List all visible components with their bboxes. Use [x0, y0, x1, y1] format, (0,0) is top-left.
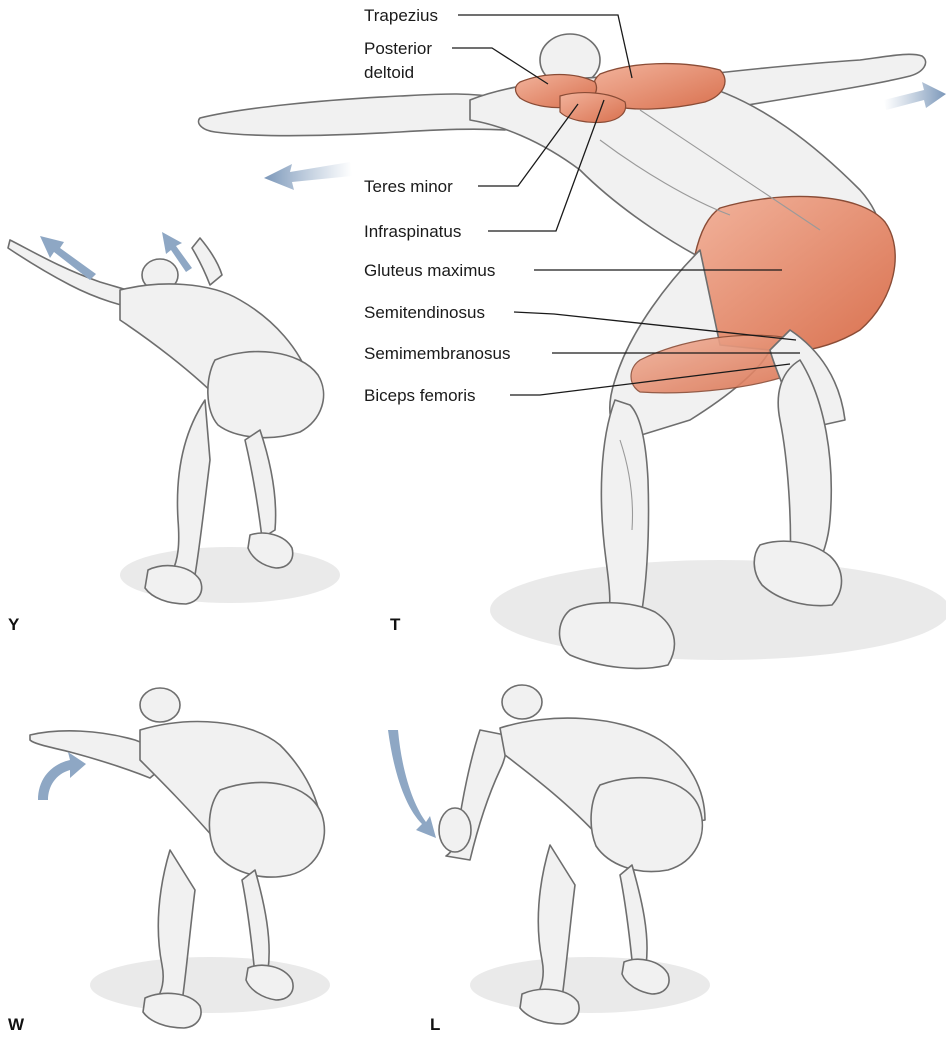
panel-letter-w: W [8, 1015, 25, 1034]
left-arm-t [199, 94, 505, 136]
label-biceps-femoris: Biceps femoris [364, 386, 475, 405]
hand-l [439, 808, 471, 852]
label-posterior-deltoid-line1: Posterior [364, 39, 432, 58]
figure-l [439, 685, 710, 1024]
panel-letter-l: L [430, 1015, 440, 1034]
floor-shadow-l [470, 957, 710, 1013]
label-semitendinosus: Semitendinosus [364, 303, 485, 322]
label-trapezius: Trapezius [364, 6, 438, 25]
left-shoe-l [520, 989, 579, 1024]
panel-letter-t: T [390, 615, 401, 634]
floor-shadow-t [490, 560, 946, 660]
gluteus-maximus-muscle [692, 196, 895, 353]
label-gluteus-maximus: Gluteus maximus [364, 261, 495, 280]
head-w [140, 688, 180, 722]
arrow-left-t [264, 162, 352, 190]
panel-letter-y: Y [8, 615, 20, 634]
right-arm-y [192, 238, 222, 285]
arrow-curve-l [388, 730, 436, 838]
label-semimembranosus: Semimembranosus [364, 344, 510, 363]
arrow-right-t [884, 82, 946, 110]
left-shoe-t [560, 603, 675, 669]
floor-shadow-w [90, 957, 330, 1013]
right-leg-y [245, 430, 276, 538]
arrow-curve-w [38, 752, 86, 800]
teres-infraspinatus-muscle [560, 93, 626, 123]
glutes-l [591, 778, 702, 872]
label-teres-minor: Teres minor [364, 177, 453, 196]
label-posterior-deltoid-line2: deltoid [364, 63, 414, 82]
glutes-w [209, 782, 324, 877]
right-leg-l [620, 865, 647, 970]
head-l [502, 685, 542, 719]
label-infraspinatus: Infraspinatus [364, 222, 461, 241]
left-shoe-w [143, 993, 201, 1028]
glutes-y [208, 352, 324, 438]
figure-w [30, 688, 330, 1028]
figure-y [8, 238, 340, 604]
left-calf-t [601, 400, 648, 622]
